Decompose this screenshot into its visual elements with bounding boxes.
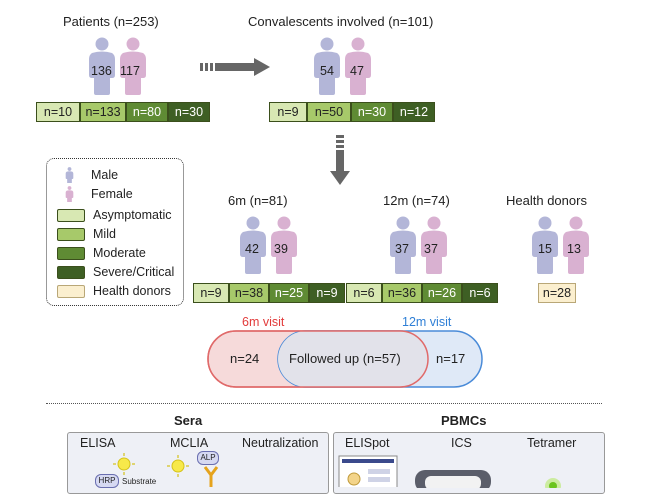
venn-diagram — [207, 330, 483, 388]
venn-6m-only: n=24 — [230, 351, 260, 366]
hrp-badge: HRP — [95, 474, 119, 488]
box-moderate: n=80 — [126, 102, 168, 122]
convalescents-title: Convalescents involved (n=101) — [248, 14, 434, 29]
health-donors-title: Health donors — [506, 193, 587, 208]
arrow-down-icon — [330, 135, 350, 185]
convalescents-male-count: 54 — [320, 64, 334, 78]
group-6m-severity-boxes: n=9 n=38 n=25 n=9 — [193, 283, 345, 303]
box-severe: n=9 — [309, 283, 345, 303]
pbmcs-title: PBMCs — [441, 413, 487, 428]
box-severe: n=30 — [168, 102, 210, 122]
alp-badge: ALP — [197, 451, 219, 465]
box-severe: n=12 — [393, 102, 435, 122]
box-health-donors: n=28 — [538, 283, 576, 303]
legend-health-donors: Health donors — [57, 284, 171, 298]
box-mild: n=38 — [229, 283, 269, 303]
group-12m-severity-boxes: n=6 n=36 n=26 n=6 — [346, 283, 498, 303]
patients-severity-boxes: n=10 n=133 n=80 n=30 — [36, 102, 210, 122]
elisa-sun-icon — [113, 453, 135, 475]
box-mild: n=36 — [382, 283, 422, 303]
box-moderate: n=30 — [351, 102, 393, 122]
convalescents-severity-boxes: n=9 n=50 n=30 n=12 — [269, 102, 435, 122]
patients-female-count: 117 — [120, 64, 140, 78]
legend: Male Female Asymptomatic Mild Moderate S… — [46, 158, 184, 306]
box-severe: n=6 — [462, 283, 498, 303]
tetramer-glow-icon — [545, 478, 561, 488]
venn-12m-only: n=17 — [436, 351, 466, 366]
venn-6m-label: 6m visit — [242, 315, 285, 329]
legend-severe: Severe/Critical — [57, 265, 174, 279]
ics-device-icon — [415, 470, 491, 488]
legend-asymptomatic: Asymptomatic — [57, 208, 172, 222]
sera-title: Sera — [174, 413, 203, 428]
group-12m-male-count: 37 — [395, 242, 409, 256]
box-moderate: n=26 — [422, 283, 462, 303]
legend-mild: Mild — [57, 227, 116, 241]
group-12m-female-count: 37 — [424, 242, 438, 256]
group-6m-title: 6m (n=81) — [228, 193, 288, 208]
health-donors-box: n=28 — [538, 283, 576, 303]
assay-mclia: MCLIA — [170, 436, 209, 450]
legend-female: Female — [57, 186, 133, 202]
convalescents-female-count: 47 — [350, 64, 364, 78]
group-12m-title: 12m (n=74) — [383, 193, 450, 208]
venn-overlap: Followed up (n=57) — [289, 351, 401, 366]
section-divider — [46, 403, 602, 404]
box-asymptomatic: n=6 — [346, 283, 382, 303]
assay-neutralization: Neutralization — [242, 436, 319, 450]
box-asymptomatic: n=9 — [193, 283, 229, 303]
patients-male-count: 136 — [91, 64, 112, 78]
female-figure-icon — [65, 186, 74, 202]
box-mild: n=50 — [307, 102, 351, 122]
assay-tetramer: Tetramer — [527, 436, 577, 450]
elispot-plate-icon — [338, 455, 398, 487]
group-6m-male-count: 42 — [245, 242, 259, 256]
health-donors-male-count: 15 — [538, 242, 552, 256]
mclia-sun-icon — [167, 455, 189, 477]
arrow-right-icon — [200, 58, 270, 76]
box-asymptomatic: n=9 — [269, 102, 307, 122]
box-moderate: n=25 — [269, 283, 309, 303]
assay-elispot: ELISpot — [345, 436, 390, 450]
box-mild: n=133 — [80, 102, 126, 122]
assay-ics: ICS — [451, 436, 472, 450]
male-figure-icon — [65, 167, 74, 183]
substrate-label: Substrate — [122, 477, 157, 486]
group-6m-female-count: 39 — [274, 242, 288, 256]
antibody-icon — [203, 466, 219, 487]
legend-moderate: Moderate — [57, 246, 146, 260]
assay-elisa: ELISA — [80, 436, 116, 450]
venn-12m-label: 12m visit — [402, 315, 452, 329]
patients-title: Patients (n=253) — [63, 14, 159, 29]
legend-male: Male — [57, 167, 118, 183]
health-donors-female-count: 13 — [567, 242, 581, 256]
box-asymptomatic: n=10 — [36, 102, 80, 122]
